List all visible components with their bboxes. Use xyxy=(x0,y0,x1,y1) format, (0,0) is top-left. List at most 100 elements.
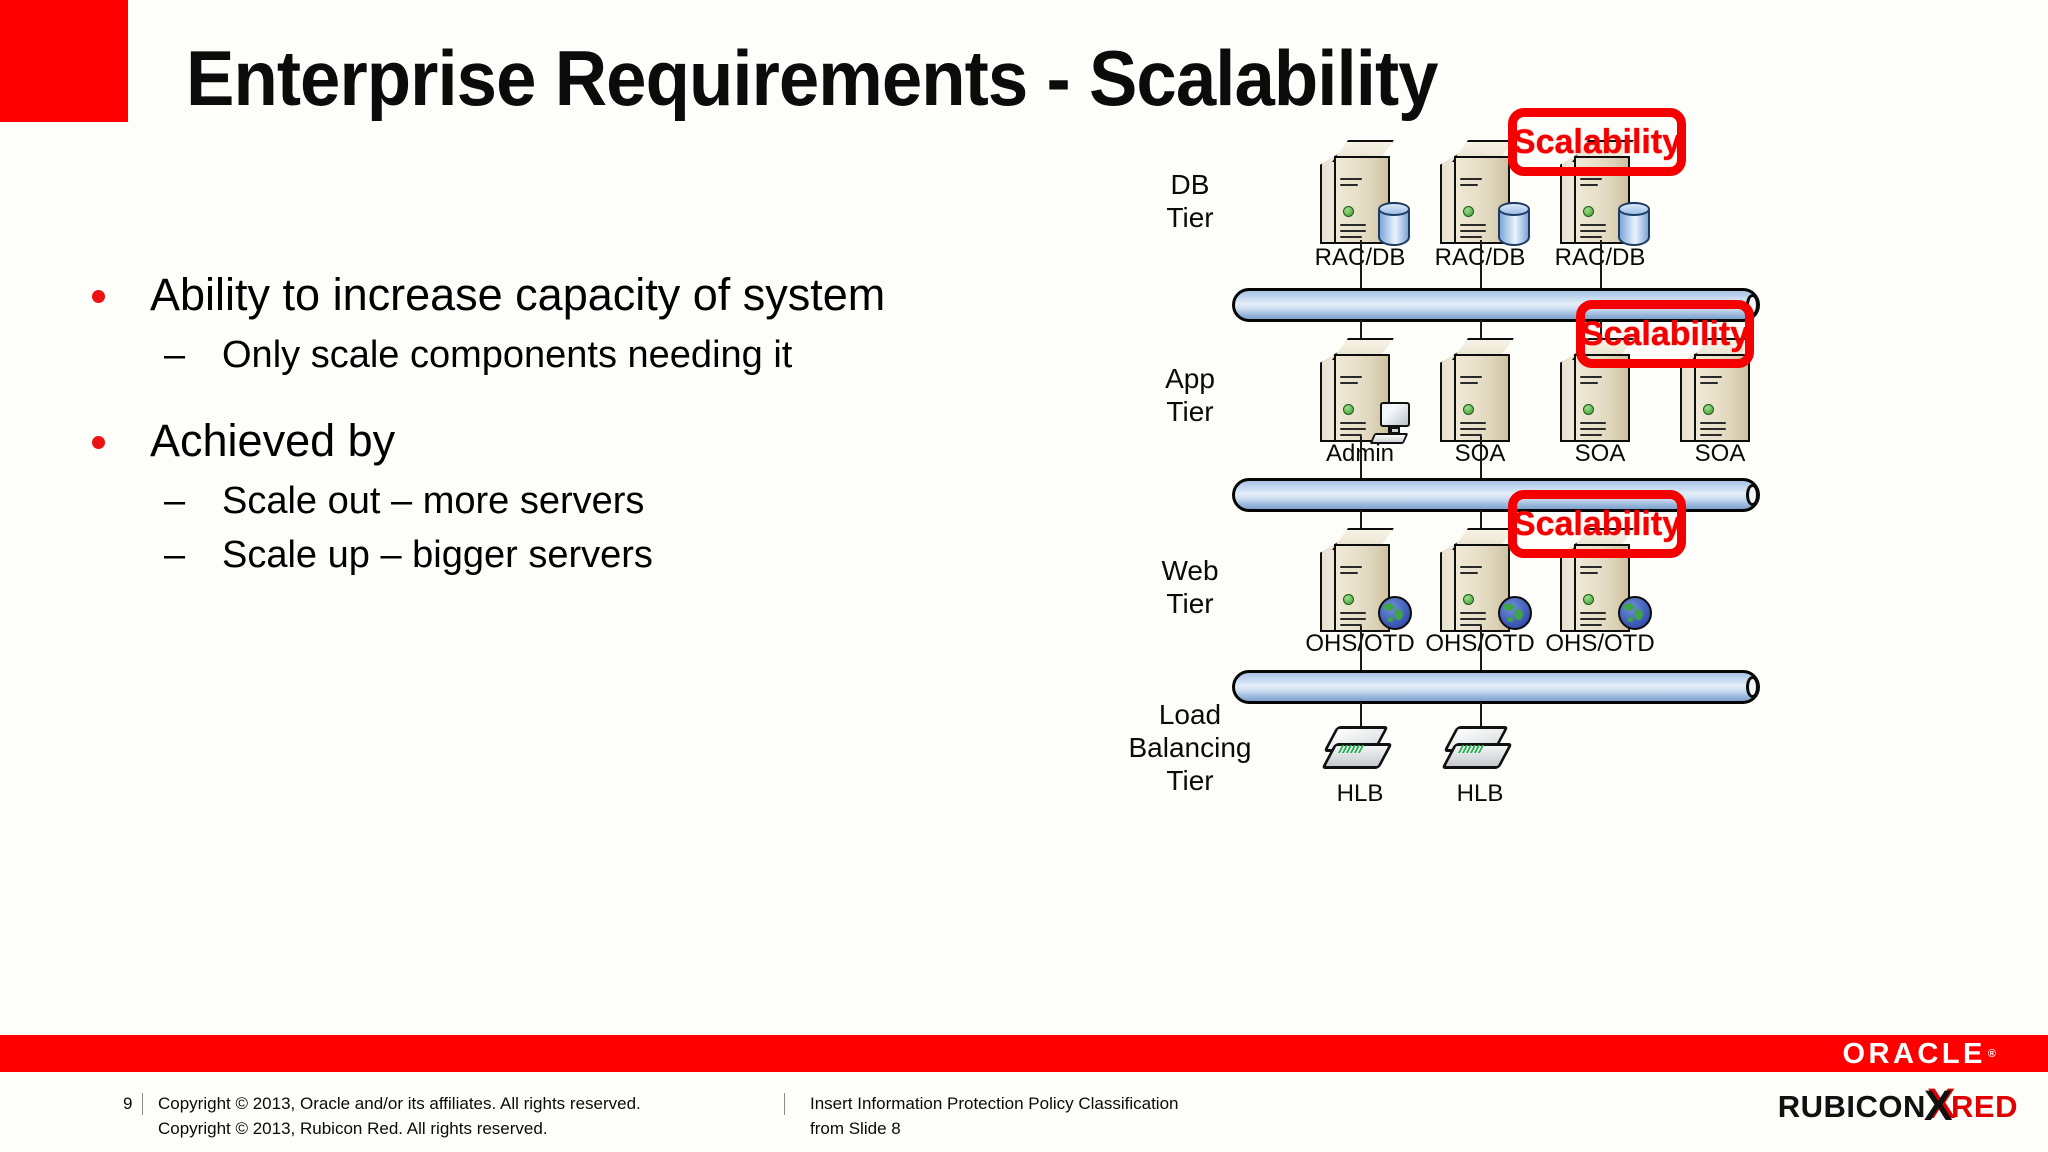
load-balancer-led-strip-icon xyxy=(1337,745,1365,753)
admin-console-monitor-icon xyxy=(1369,402,1416,446)
bullet-dot-icon xyxy=(92,436,105,450)
server-front-face xyxy=(1454,354,1510,442)
server-vent-icon xyxy=(1340,434,1362,436)
server-vent-icon xyxy=(1580,184,1598,186)
server-node-db-2 xyxy=(1440,140,1530,246)
bullet-level2: – Scale up – bigger servers xyxy=(88,531,1108,580)
server-vent-icon xyxy=(1340,624,1362,626)
bullet-text: Scale out – more servers xyxy=(222,480,645,523)
pipe-end-cap xyxy=(1746,676,1759,698)
copyright-line-2: Copyright © 2013, Rubicon Red. All right… xyxy=(158,1118,548,1138)
server-vent-icon xyxy=(1340,224,1366,226)
network-bus-web-lb xyxy=(1232,670,1760,704)
server-node-web-2 xyxy=(1440,528,1532,632)
classification-line-2: from Slide 8 xyxy=(810,1118,901,1138)
server-vent-icon xyxy=(1460,624,1482,626)
server-vent-icon xyxy=(1700,376,1722,378)
registered-trademark-icon: ® xyxy=(1987,1048,1996,1060)
server-vent-icon xyxy=(1460,618,1486,620)
node-label-app-3: SOA xyxy=(1574,440,1626,467)
oracle-logo: ORACLE ® xyxy=(1842,1036,1996,1072)
connector-line xyxy=(1480,702,1482,738)
server-node-app-admin xyxy=(1320,338,1410,444)
rubicon-red-logo: RUBICON X RED xyxy=(1778,1082,2018,1131)
server-vent-icon xyxy=(1700,428,1726,430)
load-balancer-led-strip-icon xyxy=(1457,745,1485,753)
server-led-icon xyxy=(1343,404,1354,415)
bullet-dot-icon xyxy=(92,290,105,303)
red-wordmark: RED xyxy=(1951,1088,2018,1124)
connector-line xyxy=(1600,240,1602,292)
server-led-icon xyxy=(1583,594,1594,605)
bullet-text: Scale up – bigger servers xyxy=(222,533,653,576)
server-vent-icon xyxy=(1700,382,1718,384)
architecture-diagram: DB Tier xyxy=(1129,108,1820,1040)
server-vent-icon xyxy=(1460,382,1478,384)
database-cylinder-icon xyxy=(1618,202,1650,246)
server-vent-icon xyxy=(1460,566,1482,568)
server-node-app-soa-2 xyxy=(1560,338,1646,442)
server-vent-icon xyxy=(1460,224,1486,226)
server-vent-icon xyxy=(1460,572,1478,574)
connector-line xyxy=(1360,436,1362,486)
tier-label-app: App Tier xyxy=(1165,363,1215,428)
footer-divider xyxy=(142,1093,143,1115)
connector-line xyxy=(1360,240,1362,292)
server-led-icon xyxy=(1703,404,1714,415)
bullet-level2: – Only scale components needing it xyxy=(88,331,1108,380)
load-balancer-node-1 xyxy=(1321,726,1393,776)
page-number: 9 xyxy=(123,1094,133,1113)
server-vent-icon xyxy=(1340,428,1366,430)
connector-line xyxy=(1480,240,1482,292)
server-node-db-1 xyxy=(1320,140,1410,246)
server-vent-icon xyxy=(1340,566,1362,568)
server-vent-icon xyxy=(1580,624,1602,626)
server-front-face xyxy=(1574,354,1630,442)
server-vent-icon xyxy=(1580,428,1606,430)
server-vent-icon xyxy=(1580,178,1602,180)
server-node-app-soa-3 xyxy=(1680,338,1766,442)
connector-line xyxy=(1360,626,1362,678)
connector-line xyxy=(1480,436,1482,486)
server-vent-icon xyxy=(1580,382,1598,384)
server-vent-icon xyxy=(1580,224,1606,226)
tier-label-web: Web Tier xyxy=(1161,555,1219,620)
scalability-callout-web: Scalability xyxy=(1508,490,1686,558)
monitor-screen xyxy=(1380,402,1410,427)
server-node-app-soa-1 xyxy=(1440,338,1526,442)
bullet-level1: Achieved by xyxy=(88,414,1108,469)
server-vent-icon xyxy=(1340,178,1362,180)
bullet-list: Ability to increase capacity of system –… xyxy=(88,268,1108,584)
scalability-callout-db: Scalability xyxy=(1508,108,1686,176)
scalability-callout-app: Scalability xyxy=(1576,300,1754,368)
server-led-icon xyxy=(1583,206,1594,217)
pipe-end-cap xyxy=(1746,484,1759,506)
server-led-icon xyxy=(1463,594,1474,605)
server-front-face xyxy=(1694,354,1750,442)
server-vent-icon xyxy=(1460,376,1482,378)
server-vent-icon xyxy=(1460,230,1486,232)
server-vent-icon xyxy=(1700,434,1722,436)
globe-icon xyxy=(1498,596,1532,630)
node-label-lb-1: HLB xyxy=(1336,780,1384,807)
server-vent-icon xyxy=(1580,230,1606,232)
server-vent-icon xyxy=(1460,428,1486,430)
footer-divider xyxy=(784,1093,785,1115)
server-vent-icon xyxy=(1460,422,1486,424)
server-vent-icon xyxy=(1340,422,1366,424)
rubicon-wordmark: RUBICON xyxy=(1777,1088,1926,1124)
connector-line xyxy=(1360,702,1362,738)
server-vent-icon xyxy=(1580,422,1606,424)
database-cylinder-icon xyxy=(1498,202,1530,246)
server-vent-icon xyxy=(1340,236,1362,238)
server-led-icon xyxy=(1343,206,1354,217)
bullet-dash-icon: – xyxy=(164,533,186,576)
red-corner-accent xyxy=(0,0,128,122)
server-vent-icon xyxy=(1460,434,1482,436)
globe-icon xyxy=(1618,596,1652,630)
server-vent-icon xyxy=(1460,178,1482,180)
footer-red-bar xyxy=(0,1035,2048,1072)
server-vent-icon xyxy=(1460,184,1478,186)
classification-line-1: Insert Information Protection Policy Cla… xyxy=(810,1094,1179,1113)
node-label-lb-2: HLB xyxy=(1456,780,1504,807)
